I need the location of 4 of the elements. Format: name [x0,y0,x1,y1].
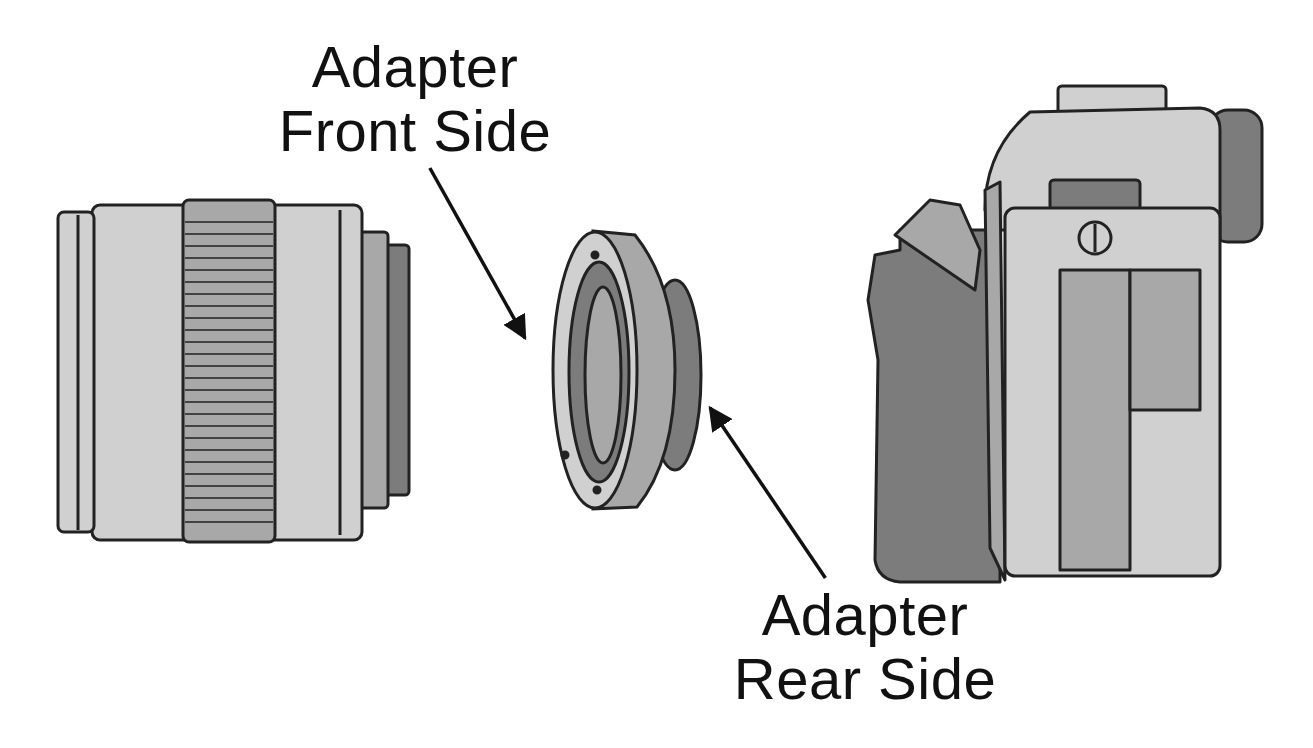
leader-arrow [428,167,527,341]
leader-arrow [708,405,827,579]
callout-label: Adapter Rear Side [732,583,998,711]
callout-label: Adapter Front Side [277,35,553,163]
